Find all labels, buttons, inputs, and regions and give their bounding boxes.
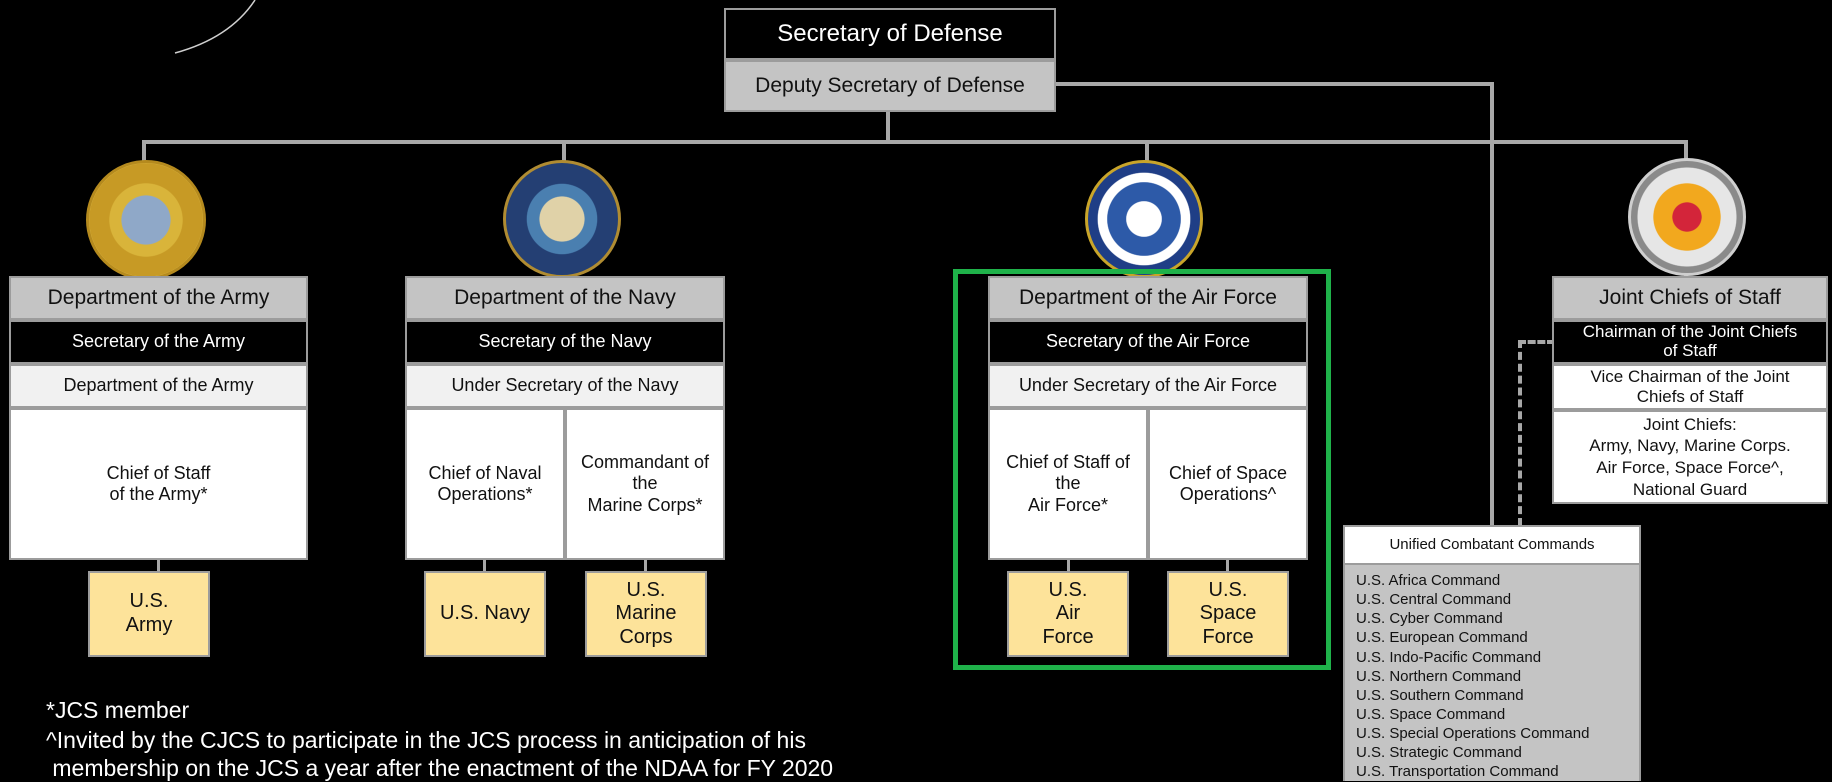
jcs-seal-icon <box>1628 158 1746 276</box>
connector-jcs-dashed-vertical <box>1518 340 1522 526</box>
connector-airforce-drop <box>1145 140 1149 178</box>
connector-airforce-service <box>1067 558 1070 572</box>
connector-deputy-right <box>1053 82 1494 86</box>
connector-ucc-drop <box>1490 82 1494 526</box>
ucc-command-central: U.S. Central Command <box>1356 591 1512 608</box>
commandant-marine-corps: Commandant of the Marine Corps* <box>565 408 725 560</box>
army-seal-icon <box>86 160 206 280</box>
air-force-seal-icon <box>1085 160 1203 278</box>
deputy-secretary-of-defense: Deputy Secretary of Defense <box>724 60 1056 112</box>
navy-seal-icon <box>503 160 621 278</box>
vice-chairman-jcs: Vice Chairman of the Joint Chiefs of Sta… <box>1552 364 1828 410</box>
us-marine-corps: U.S. Marine Corps <box>585 571 707 657</box>
connector-marine-service <box>644 558 647 572</box>
decorative-arc <box>174 0 256 54</box>
secretary-of-the-army: Secretary of the Army <box>9 320 308 364</box>
connector-jcs-dashed-horizontal <box>1518 340 1555 344</box>
ucc-command-cyber: U.S. Cyber Command <box>1356 610 1503 627</box>
chairman-jcs: Chairman of the Joint Chiefs of Staff <box>1552 320 1828 364</box>
ucc-command-european: U.S. European Command <box>1356 629 1528 646</box>
ucc-command-transportation: U.S. Transportation Command <box>1356 763 1559 780</box>
ucc-list-panel <box>1343 565 1641 781</box>
ucc-command-indo-pacific: U.S. Indo-Pacific Command <box>1356 649 1542 666</box>
ucc-command-southern: U.S. Southern Command <box>1356 687 1524 704</box>
connector-navy-drop <box>562 140 566 178</box>
ucc-command-space: U.S. Space Command <box>1356 706 1506 723</box>
joint-chiefs-members: Joint Chiefs: Army, Navy, Marine Corps. … <box>1552 410 1828 504</box>
footnote-invited-line2: membership on the JCS a year after the e… <box>46 755 834 781</box>
army-department-label: Department of the Army <box>9 364 308 408</box>
air-force-highlight-frame <box>953 269 1331 670</box>
navy-header: Department of the Navy <box>405 276 725 320</box>
footnote-jcs-member: *JCS member <box>46 697 190 723</box>
under-secretary-navy: Under Secretary of the Navy <box>405 364 725 408</box>
footnote-invited-line1: ^Invited by the CJCS to participate in t… <box>46 727 806 753</box>
us-air-force: U.S. Air Force <box>1007 571 1129 657</box>
chief-of-naval-operations: Chief of Naval Operations* <box>405 408 565 560</box>
secretary-of-the-air-force: Secretary of the Air Force <box>988 320 1308 364</box>
chief-of-staff-air-force: Chief of Staff of the Air Force* <box>988 408 1148 560</box>
ucc-command-special-operations: U.S. Special Operations Command <box>1356 725 1590 742</box>
connector-army-service <box>157 558 160 572</box>
us-space-force: U.S. Space Force <box>1167 571 1289 657</box>
secretary-of-defense: Secretary of Defense <box>724 8 1056 60</box>
connector-sod-vertical <box>886 110 890 142</box>
ucc-header: Unified Combatant Commands <box>1343 525 1641 565</box>
ucc-command-africa: U.S. Africa Command <box>1356 572 1501 589</box>
ucc-command-strategic: U.S. Strategic Command <box>1356 744 1522 761</box>
jcs-header: Joint Chiefs of Staff <box>1552 276 1828 320</box>
under-secretary-air-force: Under Secretary of the Air Force <box>988 364 1308 408</box>
us-army: U.S. Army <box>88 571 210 657</box>
connector-spaceforce-service <box>1226 558 1229 572</box>
ucc-command-northern: U.S. Northern Command <box>1356 668 1522 685</box>
secretary-of-the-navy: Secretary of the Navy <box>405 320 725 364</box>
chief-of-staff-army: Chief of Staff of the Army* <box>9 408 308 560</box>
army-header: Department of the Army <box>9 276 308 320</box>
chief-of-space-operations: Chief of Space Operations^ <box>1148 408 1308 560</box>
connector-army-drop <box>142 140 146 178</box>
air-force-header: Department of the Air Force <box>988 276 1308 320</box>
connector-navy-service <box>483 558 486 572</box>
us-navy: U.S. Navy <box>424 571 546 657</box>
connector-main-horizontal <box>142 140 1687 144</box>
